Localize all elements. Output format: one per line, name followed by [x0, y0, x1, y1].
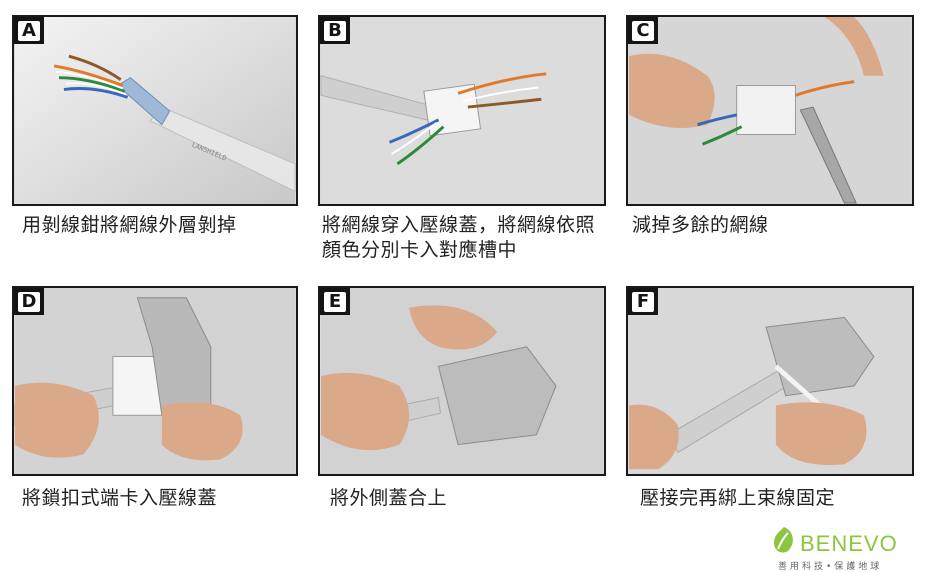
step-b-badge: B: [320, 17, 350, 44]
step-d-badge: D: [14, 288, 44, 315]
step-c-badge: C: [628, 17, 658, 44]
leaf-icon: [774, 527, 793, 553]
closing-cover-illustration: [321, 288, 603, 474]
brand-name: BENEVO: [800, 531, 898, 556]
step-f-photo: F: [626, 286, 914, 476]
wires-into-cap-illustration: [320, 17, 603, 204]
step-a-badge: A: [14, 17, 44, 44]
benevo-logo: BENEVO 善用科技•保護地球: [770, 525, 920, 572]
step-d-photo: D: [12, 286, 298, 476]
step-d-caption: 將鎖扣式端卡入壓線蓋: [22, 487, 218, 509]
step-b-photo: B: [318, 15, 606, 206]
jack-insertion-illustration: [14, 288, 295, 474]
step-f-badge: F: [628, 288, 658, 315]
cable-stripping-illustration: LANSHIELD: [14, 17, 296, 204]
cable-tie-illustration: [629, 288, 911, 474]
step-c-photo: C: [626, 15, 914, 206]
step-b-caption: 將網線穿入壓線蓋，將網線依照顏色分別卡入對應槽中: [322, 214, 596, 261]
trimming-wires-illustration: [629, 17, 911, 204]
step-e-photo: E: [318, 286, 606, 476]
step-a-caption: 用剝線鉗將網線外層剝掉: [22, 214, 237, 236]
step-e-badge: E: [320, 288, 350, 315]
step-c-caption: 減掉多餘的網線: [632, 214, 769, 236]
step-a-photo: LANSHIELD A: [12, 15, 298, 206]
brand-tagline: 善用科技•保護地球: [778, 562, 883, 572]
step-e-caption: 將外側蓋合上: [330, 487, 448, 509]
step-f-caption: 壓接完再綁上束線固定: [640, 487, 836, 509]
